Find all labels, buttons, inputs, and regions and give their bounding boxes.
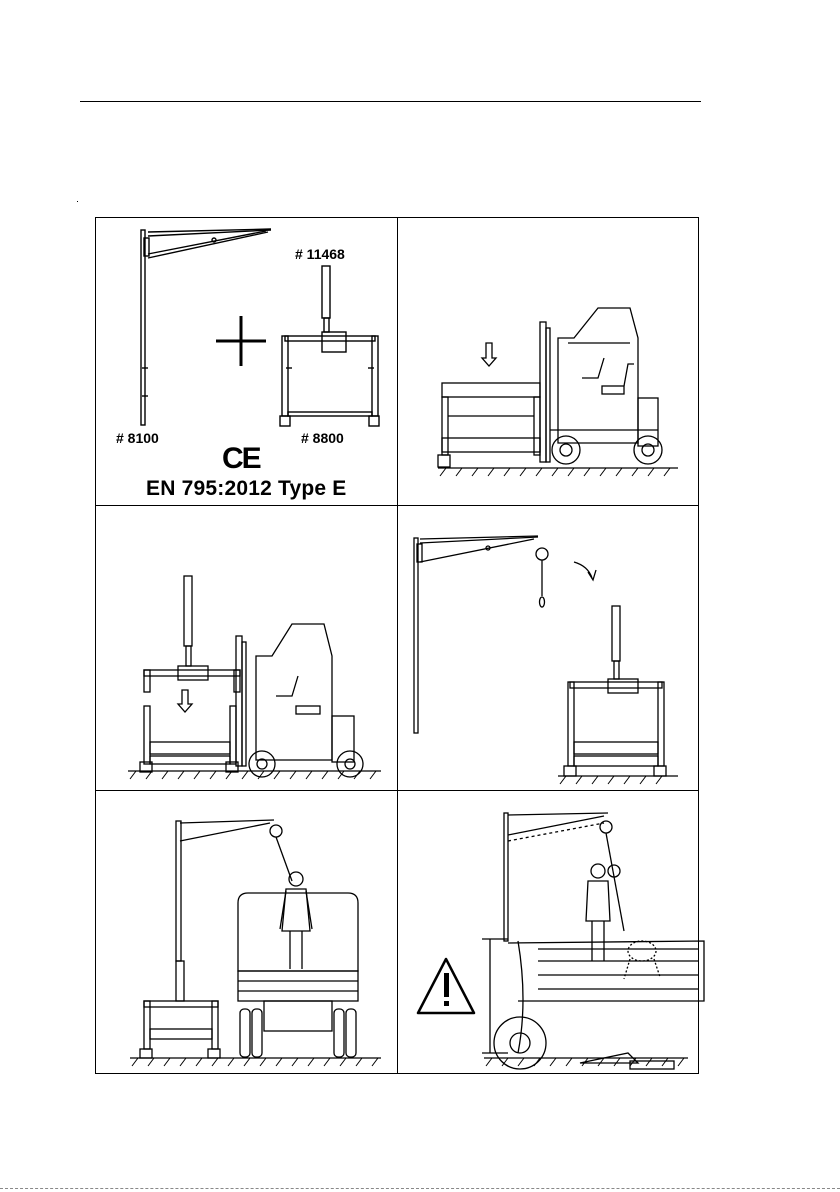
ce-mark-icon: CE — [222, 442, 260, 476]
arrow-down-icon — [482, 343, 496, 366]
panel-fall-arrest — [398, 791, 700, 1074]
panel-forklift-place — [96, 506, 397, 790]
margin-dot — [77, 201, 78, 202]
worker-truck-drawing — [96, 791, 397, 1074]
fall-arrest-drawing — [398, 791, 700, 1074]
instruction-grid: # 11468 # 8100 # 8800 CE EN 795:2012 Typ… — [95, 217, 699, 1074]
footer-rule — [0, 1188, 840, 1189]
plus-icon — [216, 316, 266, 366]
header-rule — [80, 101, 701, 102]
label-part-base: # 8800 — [301, 430, 344, 446]
label-part-hoist: # 11468 — [295, 246, 345, 262]
mount-boom-drawing — [398, 506, 700, 790]
label-standard: EN 795:2012 Type E — [146, 477, 347, 501]
arrow-down-icon — [178, 690, 192, 712]
forklift-lift-drawing — [398, 218, 700, 505]
panel-worker-truck — [96, 791, 397, 1074]
arrow-curved-icon — [574, 562, 592, 578]
panel-forklift-lift — [398, 218, 700, 505]
panel-components: # 11468 # 8100 # 8800 CE EN 795:2012 Typ… — [96, 218, 397, 505]
panel-mount-boom — [398, 506, 700, 790]
label-part-mast: # 8100 — [116, 430, 159, 446]
warning-exclamation — [444, 973, 449, 1006]
forklift-place-drawing — [96, 506, 397, 790]
